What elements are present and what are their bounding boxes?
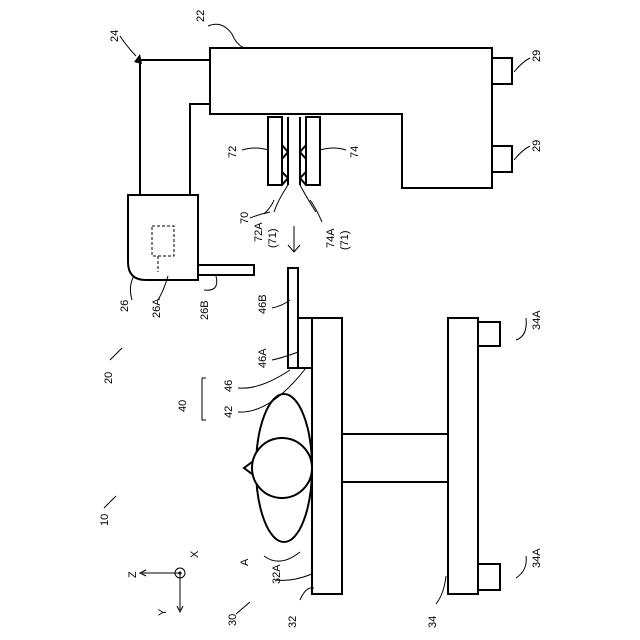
foot-34A-top [478,322,500,346]
label-30: 30 [227,614,239,626]
object-A-tip [244,462,252,474]
label-46A: 46A [257,348,269,368]
label-74A: 74A [325,228,337,248]
label-72A: 72A [253,222,265,242]
electrode-72 [268,117,282,185]
label-32: 32 [287,616,299,628]
label-71-right: (71) [339,230,351,250]
axis-label-z: Z [127,571,139,578]
label-34: 34 [427,616,439,628]
label-42: 42 [223,406,235,418]
base-34 [448,318,478,594]
axis-indicator [140,568,185,612]
label-70: 70 [239,212,251,224]
label-74: 74 [349,146,361,158]
label-40: 40 [177,400,189,412]
sensor-26 [128,195,198,280]
connector-29-bottom [492,146,512,172]
label-26: 26 [119,300,131,312]
label-71-left: (71) [267,228,279,248]
axis-label-y: Y [157,608,169,616]
stage-32 [312,318,342,594]
arm-24-inner [190,104,210,195]
label-46: 46 [223,380,235,392]
label-29-top: 29 [531,50,543,62]
object-A-sphere [252,438,312,498]
spray-71-right [300,185,316,212]
column [342,434,448,482]
label-A: A [239,558,251,566]
label-26B: 26B [199,300,211,320]
label-46B: 46B [257,294,269,314]
spray-71-left [274,185,288,212]
label-32A: 32A [271,564,283,584]
label-34A-bottom: 34A [531,548,543,568]
electrode-74 [306,117,320,185]
connector-29-top [492,58,512,84]
axis-label-x: X [189,550,201,558]
label-24: 24 [109,30,121,42]
label-34A-top: 34A [531,310,543,330]
member-46A [298,318,312,368]
label-29-bottom: 29 [531,140,543,152]
main-body-22 [210,48,492,188]
label-26A: 26A [151,298,163,318]
arm-24 [140,60,210,195]
label-20: 20 [103,372,115,384]
label-22: 22 [195,10,207,22]
foot-34A-bottom [478,564,500,590]
label-10: 10 [99,514,111,526]
label-72: 72 [227,146,239,158]
probe-26B [198,265,254,275]
